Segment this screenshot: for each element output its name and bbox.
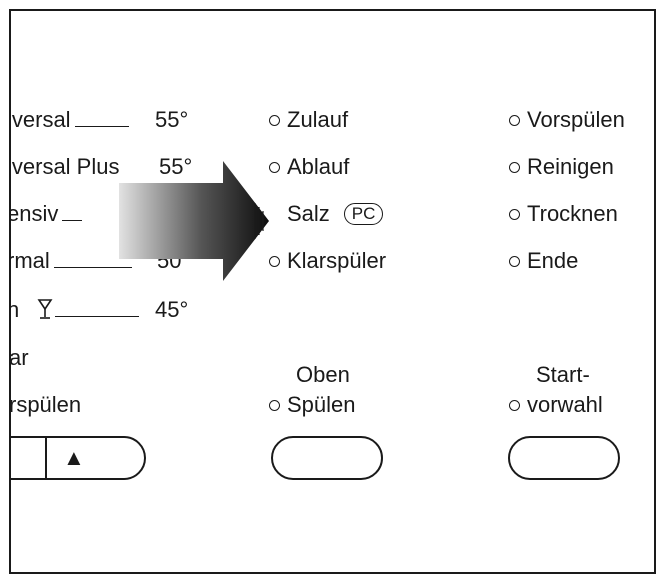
status-ablauf: Ablauf (269, 154, 349, 180)
status-klarspueler: Klarspüler (269, 248, 386, 274)
program-glass[interactable]: n (11, 297, 145, 323)
program-label: rmal (9, 248, 50, 273)
oben-spuelen-indicator: Spülen (269, 392, 356, 418)
selector-divider (45, 436, 47, 480)
oben-spuelen-button[interactable] (271, 436, 383, 480)
arrow-pointer-icon (119, 161, 269, 281)
partial-label-top: ar (9, 345, 29, 370)
program-intensiv[interactable]: ensiv (9, 201, 88, 227)
led-indicator-icon (509, 255, 520, 267)
status-trocknen: Trocknen (509, 201, 618, 227)
led-indicator-icon (509, 114, 520, 126)
led-indicator-icon (269, 161, 280, 173)
start-label: Start- (536, 362, 590, 387)
up-arrow-icon[interactable]: ▲ (63, 445, 85, 470)
status-label: Zulauf (287, 107, 349, 132)
led-indicator-icon (269, 255, 280, 267)
program-selector-button[interactable]: ▲ (11, 436, 146, 480)
program-label: iversal (9, 107, 71, 132)
partial-label-vorspuelen: rspülen (9, 392, 82, 417)
status-label: Reinigen (527, 154, 614, 179)
status-reinigen: Reinigen (509, 154, 614, 180)
program-universal[interactable]: iversal (9, 107, 135, 133)
status-label: Trocknen (527, 201, 618, 226)
status-ende: Ende (509, 248, 578, 274)
led-indicator-icon (509, 161, 520, 173)
vorwahl-label: vorwahl (527, 392, 603, 417)
led-indicator-icon (509, 399, 520, 411)
program-normal[interactable]: rmal (9, 248, 138, 274)
startvorwahl-button[interactable] (508, 436, 620, 480)
control-panel: iversal 55° iversal Plus 55° ensiv rmal … (9, 9, 656, 574)
status-zulauf: Zulauf (269, 107, 348, 133)
status-label: Salz (287, 201, 330, 226)
wine-glass-icon (37, 299, 53, 319)
program-label: n (11, 297, 19, 322)
program-universal-plus[interactable]: iversal Plus (9, 154, 120, 180)
program-label: iversal Plus (9, 154, 120, 179)
program-temp: 55° (155, 107, 189, 132)
program-temp: 45° (155, 297, 189, 322)
program-rule (62, 220, 83, 221)
led-indicator-icon (269, 114, 280, 126)
program-rule (55, 316, 140, 317)
pc-badge: PC (343, 203, 384, 225)
led-indicator-icon (269, 399, 280, 411)
status-label: Ende (527, 248, 579, 273)
status-salz: Salz PC (269, 201, 384, 227)
led-indicator-icon (509, 208, 520, 220)
status-vorspuelen: Vorspülen (509, 107, 625, 133)
status-label: Ablauf (287, 154, 350, 179)
status-label: Klarspüler (287, 248, 387, 273)
startvorwahl-indicator: vorwahl (509, 392, 603, 418)
oben-label: Oben (296, 362, 350, 387)
program-rule (74, 126, 129, 127)
status-label: Vorspülen (527, 107, 625, 132)
program-temp: 55° (159, 154, 193, 179)
spuelen-label: Spülen (287, 392, 356, 417)
program-label: ensiv (9, 201, 59, 226)
program-rule (53, 267, 132, 268)
